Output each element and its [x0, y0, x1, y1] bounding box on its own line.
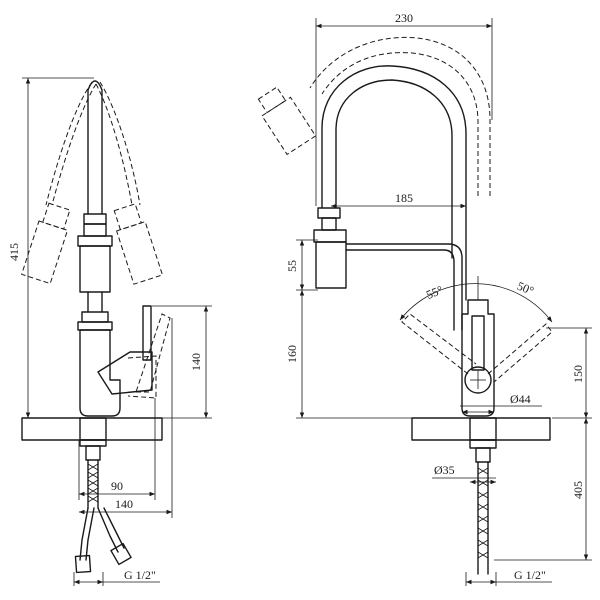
nut-front [475, 447, 491, 463]
supply-hose-side [87, 459, 99, 509]
swing-hose-left [51, 83, 97, 206]
countertop-left [21, 417, 163, 441]
dim-hose-length: 405 [571, 481, 585, 499]
head-collar-side [83, 213, 107, 225]
hose-bend-left [79, 507, 95, 561]
dim-spout-reach: 185 [395, 191, 413, 205]
lever-tilted-side [135, 313, 171, 393]
head-neck-front [321, 217, 337, 231]
front-view: 55° 50° 230 185 55 160 150 [257, 11, 592, 586]
lever-housing-tilted [127, 355, 157, 399]
dim-spout-span: 230 [395, 11, 413, 25]
body-collar-side [81, 311, 109, 323]
head-ring-front [313, 229, 347, 243]
spray-head-front [315, 241, 347, 289]
dim-body-offset: 90 [111, 479, 123, 493]
swing-hose-right-2 [99, 81, 141, 206]
swing-head-right [113, 203, 164, 285]
lever-front [471, 315, 485, 371]
body-collar2-side [77, 321, 113, 331]
countertop-right [411, 417, 551, 441]
swing-head-left [21, 202, 71, 285]
body-dial-front [464, 366, 492, 394]
spray-head-side [79, 245, 111, 293]
swing-angle-arc [399, 283, 553, 323]
fitting-right [110, 542, 132, 566]
dim-swing-right: 50° [515, 279, 536, 298]
dim-total-height: 415 [7, 243, 21, 261]
dim-thread-right: G 1/2" [514, 568, 546, 582]
supply-hose-front [477, 461, 489, 575]
faucet-body-front [461, 299, 495, 417]
hose-bend-right [97, 507, 125, 553]
dim-thread-left: G 1/2" [124, 568, 156, 582]
dim-swing-left: 55° [424, 283, 445, 302]
spout-gooseneck-inner [335, 79, 453, 259]
outlet-pipe-inner [345, 249, 455, 331]
lever-swing-right [487, 323, 553, 383]
dim-outlet-height: 160 [285, 345, 299, 363]
mounting-stud-left [79, 417, 107, 441]
dim-lever-height: 140 [189, 353, 203, 371]
lever-housing-side [97, 351, 153, 395]
nut-side [85, 445, 101, 461]
swing-hose-left-2 [45, 81, 93, 206]
side-view: 415 140 90 140 G 1/2" [7, 77, 212, 586]
lever-swing-left [401, 313, 477, 375]
dim-body-diameter: Ø44 [510, 392, 531, 406]
swung-head [257, 86, 317, 156]
base-plate-front [469, 439, 497, 449]
head-ring-side [77, 235, 113, 247]
spout-gooseneck [321, 65, 467, 301]
fitting-left [74, 554, 92, 574]
dim-lever-reach: 140 [115, 497, 133, 511]
swing-hose-right [95, 83, 133, 206]
spout-tip-side [87, 80, 103, 215]
dim-body-height: 150 [571, 365, 585, 383]
base-plate-side [79, 439, 107, 447]
outlet-pipe [345, 243, 463, 331]
dim-head-height: 55 [285, 260, 299, 272]
spout-swing-arc-inner [321, 52, 479, 196]
head-collar-front [317, 207, 341, 219]
head-neck-side [83, 223, 107, 237]
dim-hole-diameter: Ø35 [434, 463, 455, 477]
mounting-stud-right [469, 417, 497, 441]
faucet-body-side [79, 329, 121, 417]
